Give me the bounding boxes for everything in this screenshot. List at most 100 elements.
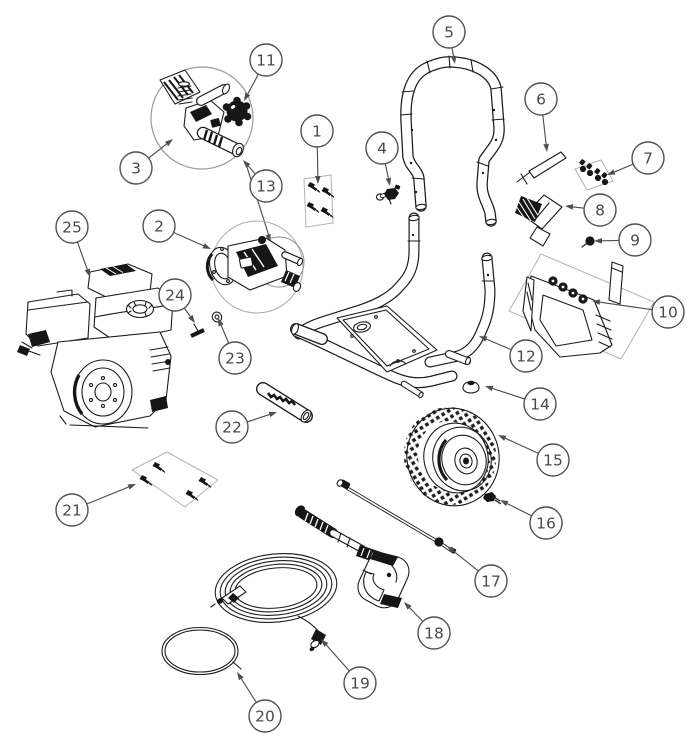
callout-14: 14 [485, 385, 557, 421]
callout-6: 6 [524, 82, 558, 152]
leader-line-18 [409, 607, 424, 622]
callout-9: 9 [594, 223, 652, 257]
hook-bracket-drawing [515, 194, 563, 247]
callout-balloon-9 [618, 223, 652, 257]
leader-arrow-25 [84, 268, 90, 277]
leader-line-23 [220, 325, 230, 344]
leader-arrow-16 [500, 500, 509, 507]
leader-arrow-9 [594, 238, 603, 244]
callout-number-19: 19 [350, 674, 370, 692]
callout-number-15: 15 [543, 451, 563, 469]
grip-tube-drawing [256, 382, 313, 423]
callout-10: 10 [592, 295, 685, 329]
callout-number-24: 24 [165, 286, 185, 304]
callout-23: 23 [218, 318, 252, 375]
leader-arrow-1 [315, 175, 321, 184]
leader-line-20 [240, 678, 257, 703]
leader-line-6 [542, 114, 547, 145]
callout-number-22: 22 [222, 418, 242, 436]
leader-arrow-11 [244, 92, 251, 101]
callout-balloon-6 [524, 82, 558, 116]
callout-11: 11 [244, 43, 283, 101]
leader-line-10 [599, 301, 653, 311]
callout-number-2: 2 [154, 217, 164, 235]
callout-19: 19 [321, 639, 377, 700]
callout-12: 12 [479, 336, 543, 373]
callout-25: 25 [55, 210, 90, 277]
callout-balloon-17 [474, 564, 508, 598]
callout-1: 1 [300, 114, 334, 184]
leader-arrow-2 [202, 243, 211, 249]
leader-arrow-20 [237, 672, 244, 681]
nozzle-rail-drawing [574, 158, 614, 191]
callout-balloon-10 [651, 295, 685, 329]
callout-balloon-20 [248, 699, 282, 733]
callout-balloon-15 [536, 443, 570, 477]
callout-balloon-12 [509, 339, 543, 373]
hose-drawing [210, 553, 338, 633]
leader-arrow-23 [218, 318, 224, 327]
oring-drawing [161, 626, 242, 676]
callout-number-13: 13 [256, 177, 276, 195]
leader-arrow-14 [485, 385, 494, 392]
leader-arrow-3 [164, 139, 173, 147]
callout-number-23: 23 [225, 349, 245, 367]
leader-arrow-15 [498, 435, 507, 441]
bolt-plate-21 [131, 451, 219, 508]
knob-drawing [581, 236, 595, 248]
callout-balloon-23 [218, 341, 252, 375]
callout-2: 2 [142, 209, 211, 249]
callout-balloon-22 [215, 410, 249, 444]
callout-balloon-1 [300, 114, 334, 148]
leader-arrow-8 [565, 204, 574, 210]
callout-balloon-4 [365, 131, 399, 165]
bolt-plate-1 [303, 174, 336, 228]
axle-bolt-drawing [483, 492, 502, 505]
callout-balloon-8 [583, 193, 617, 227]
callout-number-17: 17 [481, 572, 501, 590]
engine-drawing [17, 263, 174, 429]
callout-number-1: 1 [312, 122, 322, 140]
callout-number-9: 9 [630, 231, 640, 249]
callout-balloon-5 [432, 15, 466, 49]
callout-3: 3 [119, 139, 173, 185]
callout-13: 13 [243, 160, 283, 203]
callout-number-21: 21 [62, 501, 82, 519]
leader-line-21 [86, 486, 129, 505]
leader-line-3 [148, 143, 168, 159]
pump-detail-view [150, 66, 254, 170]
leader-line-22 [246, 413, 270, 423]
panel-drawing [508, 253, 655, 360]
callout-18: 18 [404, 602, 451, 650]
callout-number-8: 8 [595, 201, 605, 219]
leader-arrow-5 [450, 55, 457, 64]
washer-drawing [211, 311, 223, 323]
callout-balloon-7 [631, 141, 665, 175]
callout-balloon-11 [249, 43, 283, 77]
callout-17: 17 [447, 546, 508, 598]
leader-arrow-13 [243, 160, 251, 168]
thermal-valve-drawing [375, 184, 401, 205]
leader-arrow-21 [127, 484, 136, 490]
leader-line-24 [183, 307, 191, 317]
callout-5: 5 [432, 15, 466, 64]
callout-balloon-14 [523, 387, 557, 421]
callout-number-7: 7 [643, 149, 653, 167]
callout-number-10: 10 [658, 303, 678, 321]
leader-arrow-10 [592, 299, 601, 305]
callout-balloon-21 [55, 493, 89, 527]
leader-arrow-19 [321, 639, 329, 647]
callout-balloon-2 [142, 209, 176, 243]
callout-number-18: 18 [424, 624, 444, 642]
pump-assembly-drawing [205, 220, 305, 314]
leader-arrow-7 [607, 169, 616, 175]
leader-line-8 [572, 206, 585, 209]
callout-16: 16 [500, 500, 563, 540]
callout-number-12: 12 [516, 347, 536, 365]
leader-line-17 [452, 550, 479, 572]
callout-number-4: 4 [377, 139, 387, 157]
leader-line-14 [492, 387, 525, 400]
leader-line-11 [247, 73, 259, 95]
callout-balloon-18 [417, 616, 451, 650]
